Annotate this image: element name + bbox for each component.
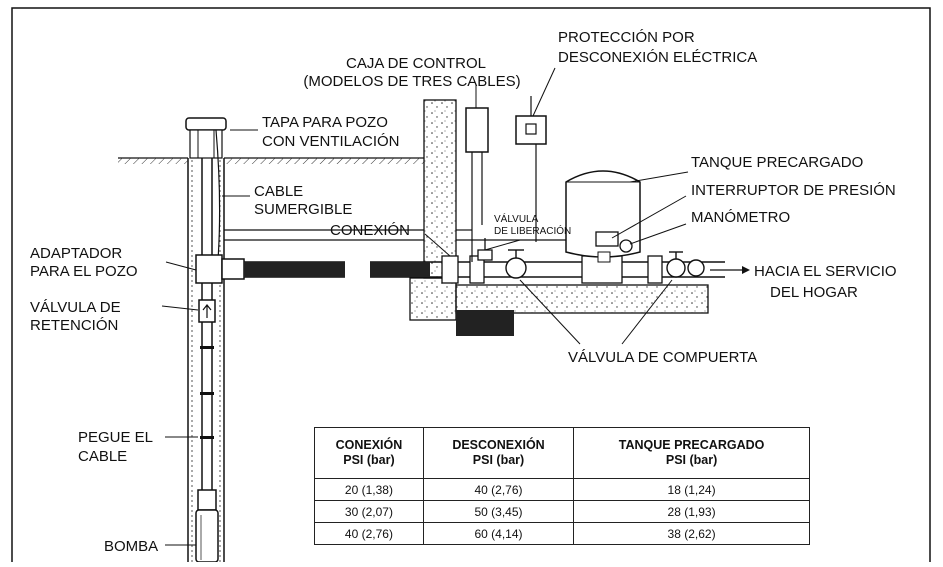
table-cell: 20 (1,38) (314, 478, 424, 501)
well-casing (187, 130, 225, 562)
label-pump: BOMBA (104, 538, 158, 555)
control-box (465, 107, 489, 262)
label-protection-1: PROTECCIÓN POR (558, 29, 695, 46)
supply-pipe-buried (244, 261, 345, 278)
label-well-cap-1: TAPA PARA POZO (262, 114, 388, 131)
label-adapter-2: PARA EL POZO (30, 263, 138, 280)
basement-wall (409, 99, 709, 336)
house-pipe (370, 261, 725, 278)
label-sub-cable-2: SUMERGIBLE (254, 201, 352, 218)
label-well-cap-2: CON VENTILACIÓN (262, 133, 400, 150)
well-cap (185, 117, 227, 159)
table-row: 40 (2,76) 60 (4,14) 38 (2,62) (314, 522, 810, 545)
disconnect-switch (515, 96, 547, 242)
label-check-valve-2: RETENCIÓN (30, 317, 118, 334)
label-tank: TANQUE PRECARGADO (691, 154, 863, 171)
ground-surface (118, 157, 424, 164)
leader-lines (161, 67, 689, 546)
label-adapter-1: ADAPTADOR (30, 245, 122, 262)
table-row: 20 (1,38) 40 (2,76) 18 (1,24) (314, 478, 810, 501)
label-pressure-switch: INTERRUPTOR DE PRESIÓN (691, 182, 896, 199)
pipe-fittings (441, 255, 663, 284)
table-cell: 40 (2,76) (314, 522, 424, 545)
label-tape-cable-2: CABLE (78, 448, 127, 465)
table-cell: 40 (2,76) (422, 478, 575, 501)
gate-valve-2 (666, 251, 705, 278)
to-house-arrow (710, 266, 750, 274)
label-control-box-2: (MODELOS DE TRES CABLES) (303, 73, 520, 90)
pitless-adapter (195, 254, 245, 284)
label-relief-valve-1: VÁLVULA (494, 212, 539, 225)
label-control-box-1: CAJA DE CONTROL (346, 55, 486, 72)
label-to-house-2: DEL HOGAR (770, 284, 858, 301)
label-tape-cable-1: PEGUE EL (78, 429, 153, 446)
label-gate-valve: VÁLVULA DE COMPUERTA (568, 349, 757, 366)
pressure-switch (595, 231, 619, 247)
drop-pipe (201, 129, 221, 490)
pressure-tank (565, 170, 641, 263)
label-gauge: MANÓMETRO (691, 209, 790, 226)
table-cell: 18 (1,24) (573, 478, 810, 501)
label-protection-2: DESCONEXIÓN ELÉCTRICA (558, 49, 757, 66)
label-to-house-1: HACIA EL SERVICIO (754, 263, 897, 280)
label-connection: CONEXIÓN (330, 222, 410, 239)
cable-tapes (200, 346, 214, 439)
submersible-pump (195, 489, 219, 563)
gate-valve-1 (505, 249, 527, 279)
table-cell: 50 (3,45) (422, 500, 575, 523)
table-cell: 30 (2,07) (314, 500, 424, 523)
label-relief-valve-2: DE LIBERACIÓN (494, 224, 571, 237)
pressure-gauge (619, 239, 633, 253)
label-sub-cable-1: CABLE (254, 183, 303, 200)
table-cell: 38 (2,62) (573, 522, 810, 545)
check-valve (198, 299, 216, 323)
label-check-valve-1: VÁLVULA DE (30, 299, 121, 316)
table-row: 30 (2,07) 50 (3,45) 28 (1,93) (314, 500, 810, 523)
table-cell: 28 (1,93) (573, 500, 810, 523)
table-cell: 60 (4,14) (422, 522, 575, 545)
